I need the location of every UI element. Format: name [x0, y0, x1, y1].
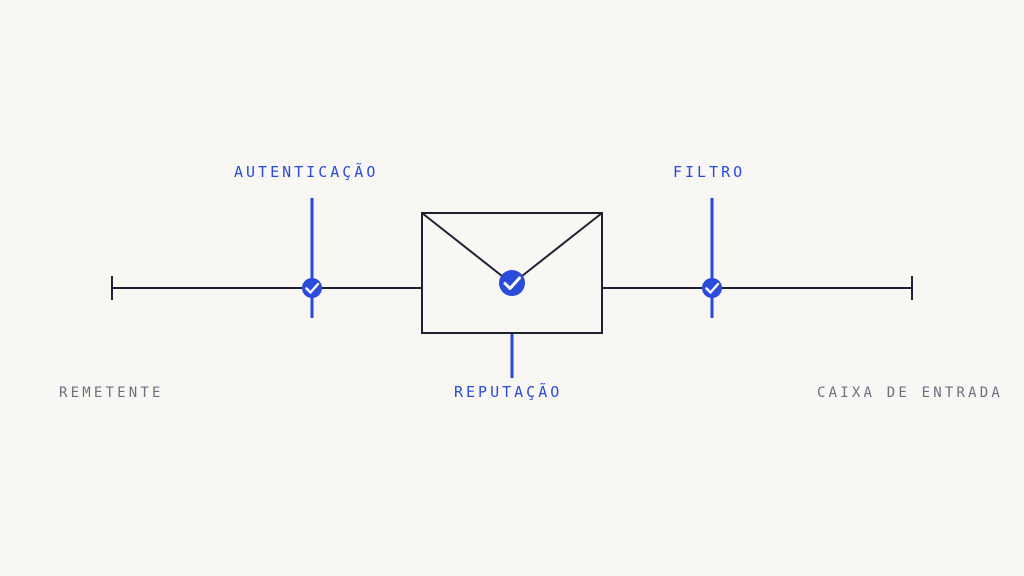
authentication-label: AUTENTICAÇÃO [234, 163, 379, 181]
inbox-label: CAIXA DE ENTRADA [817, 385, 1004, 401]
filter-label: FILTRO [673, 163, 746, 181]
authentication-check-icon [302, 278, 322, 298]
envelope-icon [421, 212, 603, 334]
reputation-label: REPUTAÇÃO [454, 383, 563, 401]
sender-label: REMETENTE [59, 385, 164, 401]
reputation-check-icon [499, 270, 525, 296]
filter-check-icon [702, 278, 722, 298]
